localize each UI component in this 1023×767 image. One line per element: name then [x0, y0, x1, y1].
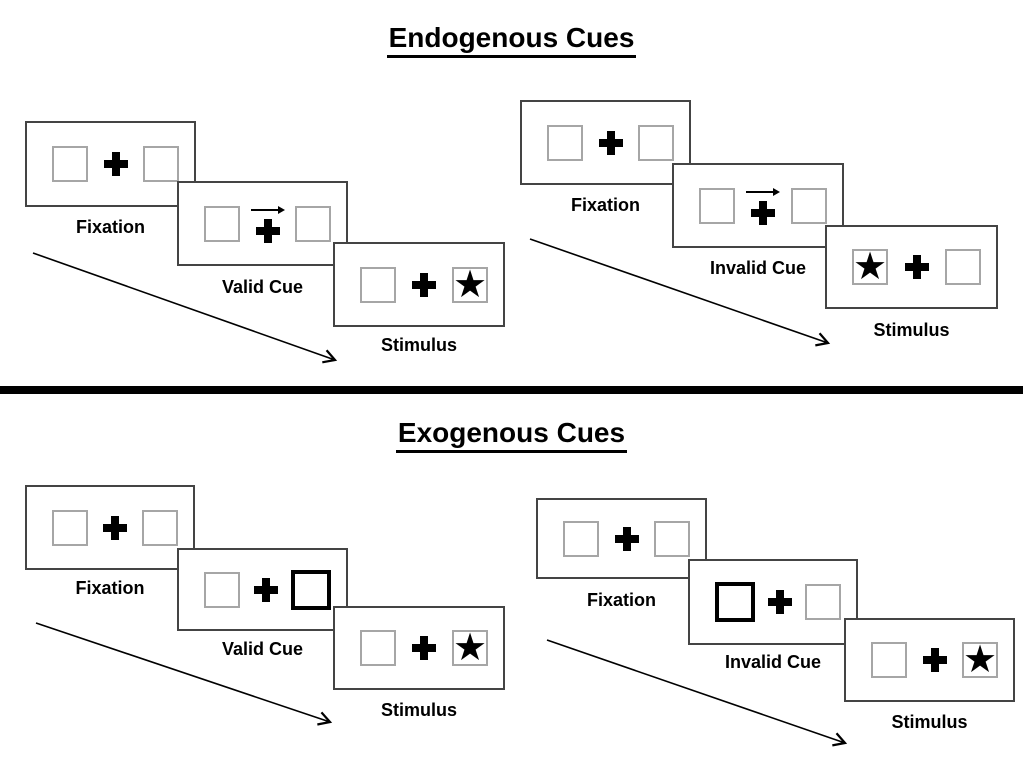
endo-valid-cue-panel — [177, 181, 348, 266]
fixation-plus-icon — [614, 526, 639, 551]
right-arrow-cue-icon — [746, 188, 780, 196]
fixation-plus-icon — [412, 636, 436, 660]
timeline-arrow-endo-invalid — [529, 238, 831, 347]
right-placeholder-box — [945, 249, 981, 285]
left-placeholder-box — [563, 520, 599, 557]
star-target-box: ★ — [452, 261, 488, 306]
fixation-plus-icon — [412, 272, 436, 297]
panel-label-invalid-cue: Invalid Cue — [724, 652, 822, 672]
left-placeholder-box — [204, 571, 240, 608]
panel-label-fixation: Fixation — [75, 217, 145, 237]
fixation-plus-icon — [904, 255, 929, 279]
panel-label-invalid-cue: Invalid Cue — [709, 258, 807, 278]
exo-valid-fixation-panel — [25, 485, 195, 570]
right-placeholder-box — [805, 584, 841, 620]
right-placeholder-box — [791, 187, 827, 224]
right-placeholder-box — [638, 124, 674, 161]
star-stimulus-icon: ★ — [852, 244, 888, 288]
fixation-plus-icon — [253, 577, 278, 602]
panel-label-stimulus: Stimulus — [380, 335, 457, 355]
panel-label-fixation: Fixation — [586, 590, 656, 610]
endo-valid-stimulus-panel: ★ — [333, 242, 505, 327]
exo-valid-stimulus-panel: ★ — [333, 606, 505, 690]
panel-label-stimulus: Stimulus — [891, 712, 968, 732]
right-placeholder-box — [142, 509, 178, 546]
right-arrow-cue-icon — [250, 206, 285, 214]
fixation-plus-icon — [751, 201, 775, 225]
fixation-plus-icon — [103, 515, 127, 540]
fixation-plus-icon — [922, 648, 947, 672]
right-placeholder-box — [143, 146, 179, 182]
section-title-exogenous: Exogenous Cues — [0, 417, 1023, 453]
panel-label-stimulus: Stimulus — [873, 320, 950, 340]
left-placeholder-box — [871, 642, 907, 678]
left-placeholder-box — [360, 266, 396, 303]
section-divider — [0, 386, 1023, 394]
exo-invalid-fixation-panel — [536, 498, 707, 579]
section-title-exogenous-text: Exogenous Cues — [395, 417, 628, 453]
endo-valid-fixation-panel — [25, 121, 196, 207]
timeline-arrow-endo-valid — [32, 252, 338, 364]
fixation-plus-icon — [598, 130, 623, 155]
right-placeholder-box — [654, 520, 690, 557]
right-placeholder-box — [295, 205, 331, 242]
endo-invalid-fixation-panel — [520, 100, 691, 185]
highlighted-cue-box — [715, 582, 755, 622]
left-placeholder-box — [204, 205, 240, 242]
exo-valid-cue-panel — [177, 548, 348, 631]
section-title-endogenous: Endogenous Cues — [0, 22, 1023, 58]
panel-label-stimulus: Stimulus — [380, 700, 457, 720]
highlighted-cue-box — [291, 569, 331, 610]
left-placeholder-box — [699, 187, 735, 224]
fixation-plus-icon — [255, 219, 280, 243]
left-placeholder-box — [547, 124, 583, 161]
exo-invalid-stimulus-panel: ★ — [844, 618, 1015, 702]
panel-label-fixation: Fixation — [75, 578, 145, 598]
cue-center-group — [744, 186, 782, 225]
star-target-box: ★ — [962, 637, 998, 681]
timeline-arrow-exo-invalid — [546, 639, 848, 747]
left-placeholder-box — [52, 146, 88, 182]
cue-center-group — [249, 204, 287, 243]
star-stimulus-icon: ★ — [962, 637, 998, 681]
star-target-box: ★ — [852, 244, 888, 288]
fixation-plus-icon — [103, 152, 128, 176]
left-placeholder-box — [52, 509, 88, 546]
panel-label-fixation: Fixation — [570, 195, 640, 215]
exo-invalid-cue-panel — [688, 559, 858, 645]
panel-label-valid-cue: Valid Cue — [221, 639, 304, 659]
panel-label-valid-cue: Valid Cue — [221, 277, 304, 297]
section-title-endogenous-text: Endogenous Cues — [386, 22, 637, 58]
endo-invalid-stimulus-panel: ★ — [825, 225, 998, 309]
star-stimulus-icon: ★ — [452, 261, 488, 306]
fixation-plus-icon — [768, 590, 792, 614]
timeline-arrow-exo-valid — [35, 622, 333, 726]
left-placeholder-box — [360, 630, 396, 666]
star-target-box: ★ — [452, 625, 488, 669]
endo-invalid-cue-panel — [672, 163, 844, 248]
star-stimulus-icon: ★ — [452, 625, 488, 669]
